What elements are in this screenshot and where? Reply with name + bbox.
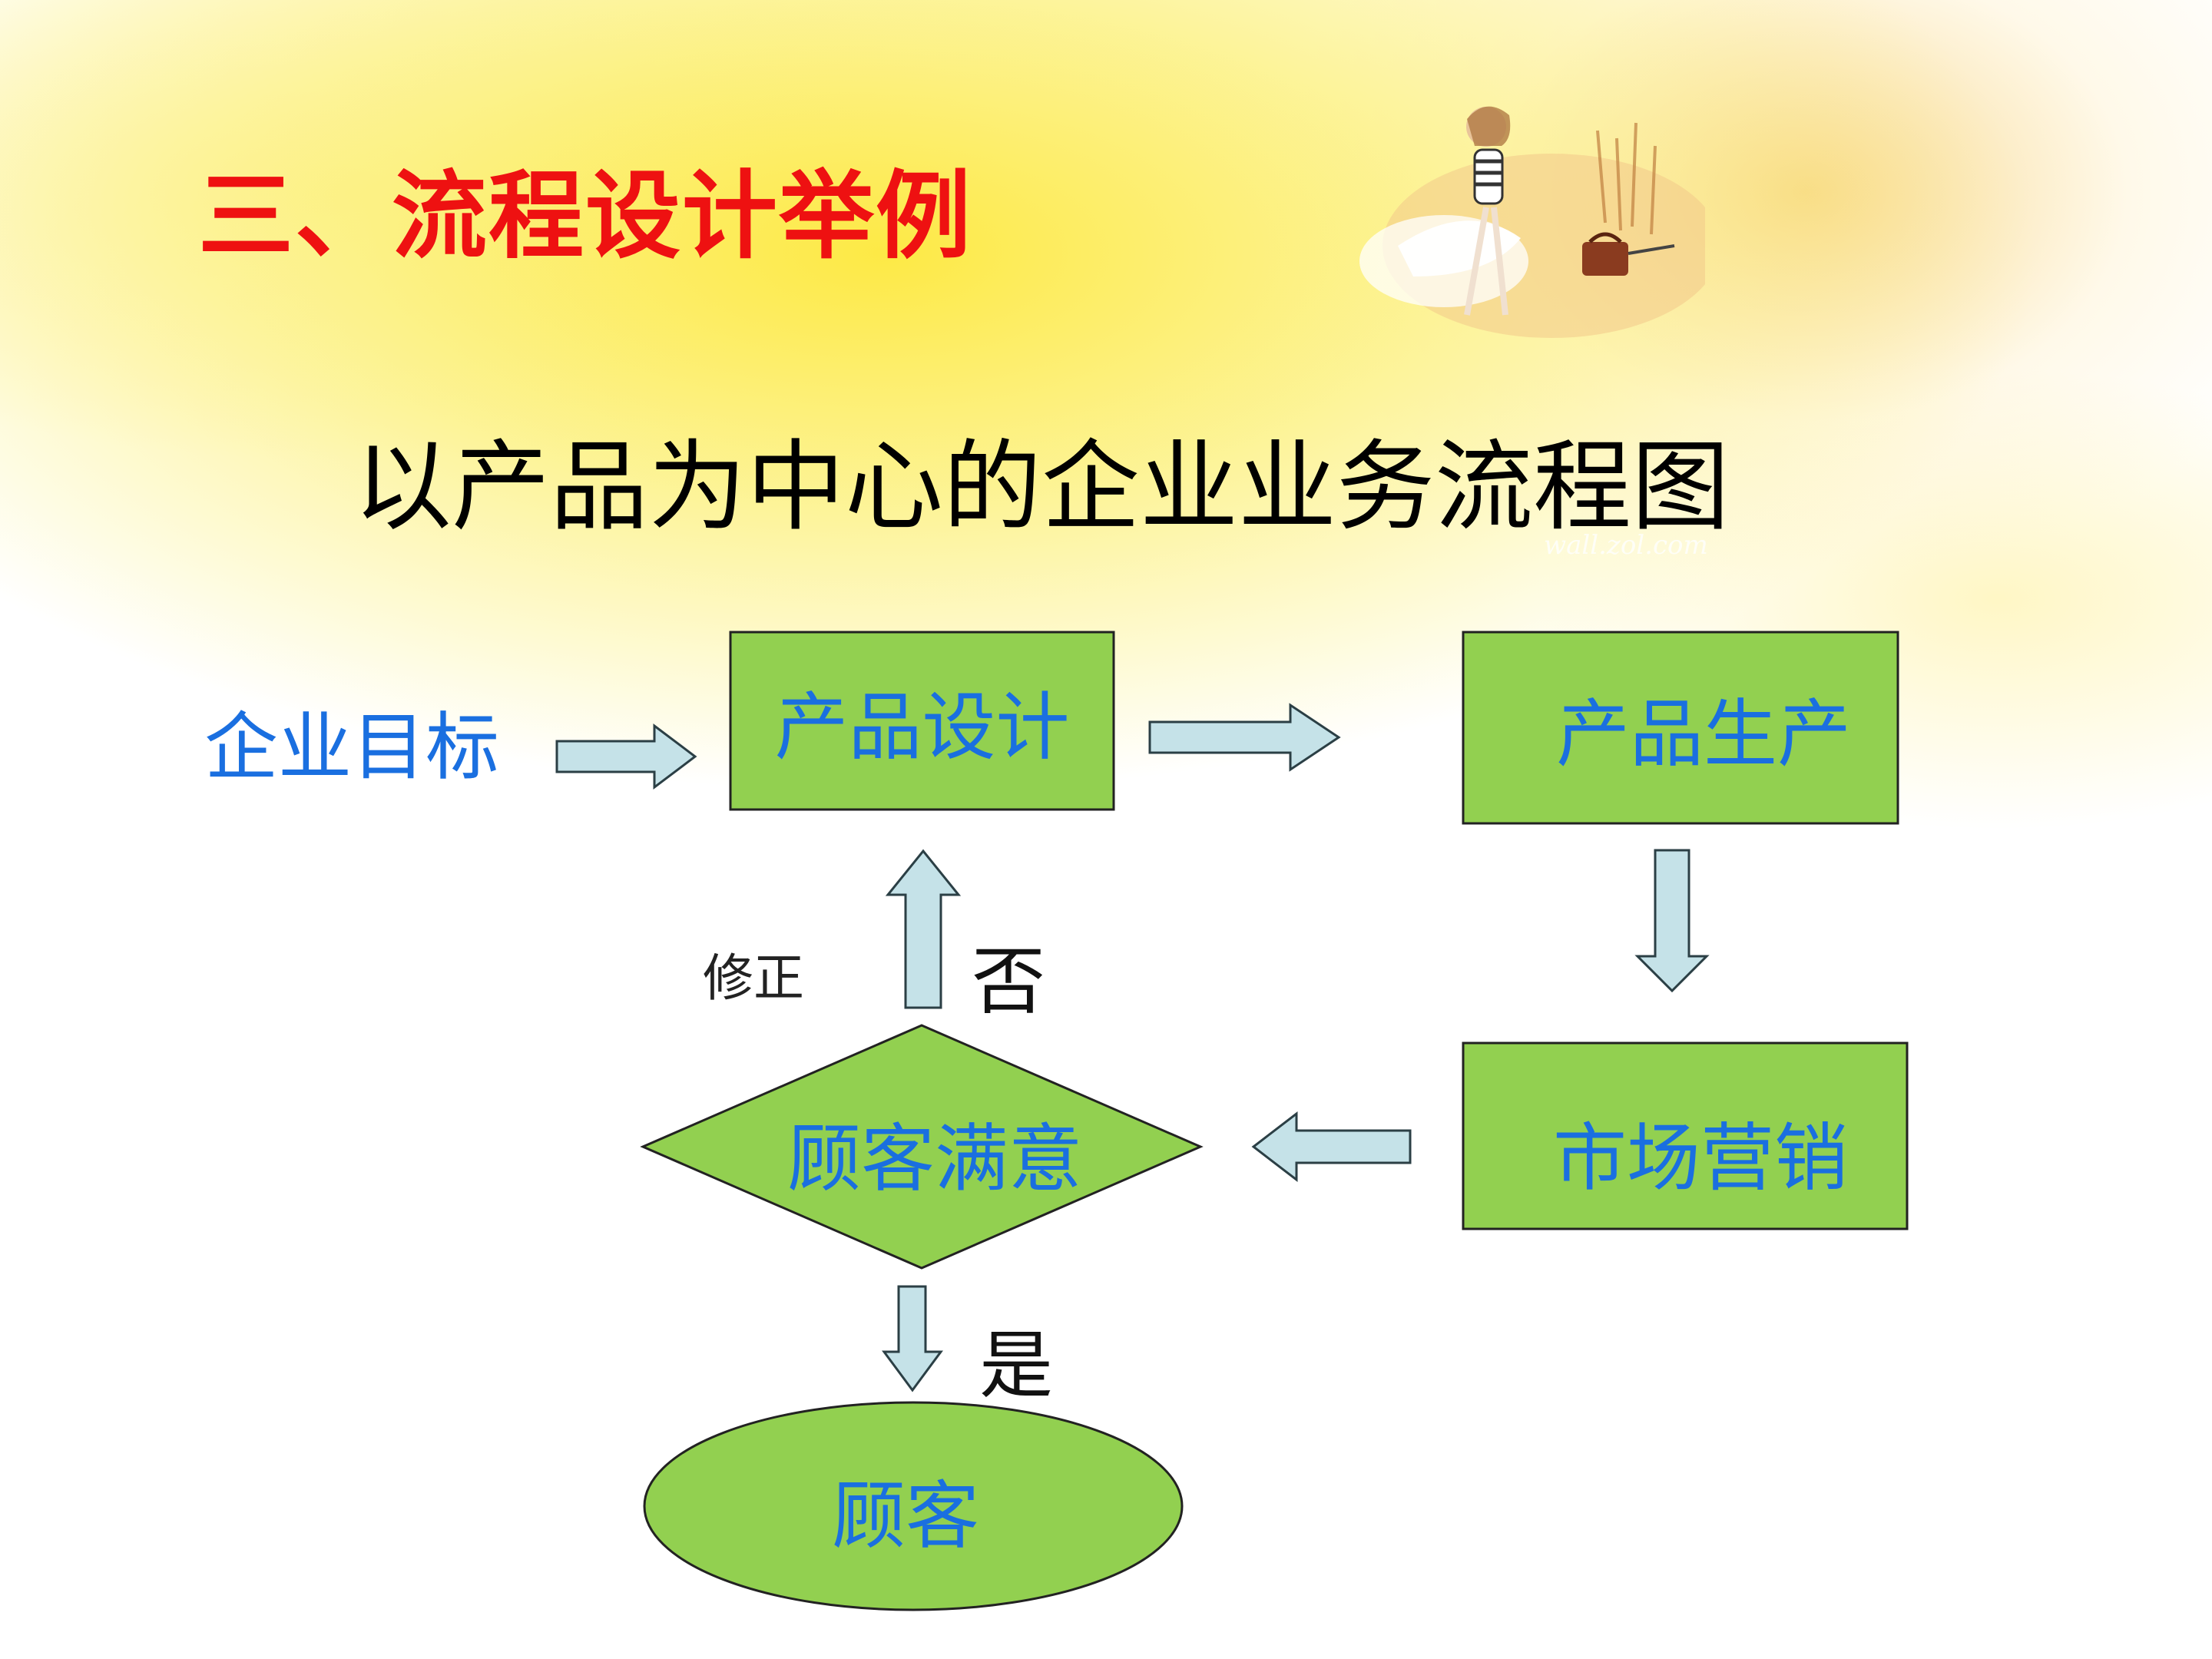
arrow-decision-to-customer [882,1285,943,1392]
node-production [1462,631,1899,825]
arrow-goal-to-design [555,723,697,790]
diagram-subtitle: 以产品为中心的企业业务流程图 [353,430,1730,545]
decorative-girl-illustration [1359,106,1705,338]
node-production-label: 产品生产 [1556,691,1851,777]
slide-title: 三、流程设计举例 [198,161,973,272]
node-decision [640,1024,1204,1270]
arrow-decision-to-design [885,849,962,1009]
node-design-label: 产品设计 [774,684,1070,770]
node-customer-label: 顾客 [832,1472,979,1559]
start-label-enterprise-goal: 企业目标 [204,704,499,790]
node-marketing-label: 市场营销 [1553,1114,1848,1201]
node-marketing [1462,1041,1909,1230]
arrow-design-to-production [1148,703,1341,772]
arrow-production-to-marketing [1634,849,1710,993]
edge-label-revise: 修正 [703,949,804,1008]
node-customer [643,1401,1184,1611]
arrow-marketing-to-decision [1251,1111,1412,1183]
edge-label-no: 否 [972,939,1045,1025]
node-decision-label: 顾客满意 [787,1115,1082,1202]
watermark-text: wall.zol.com [1544,530,1708,561]
edge-label-yes: 是 [979,1323,1053,1409]
node-design [729,631,1115,811]
